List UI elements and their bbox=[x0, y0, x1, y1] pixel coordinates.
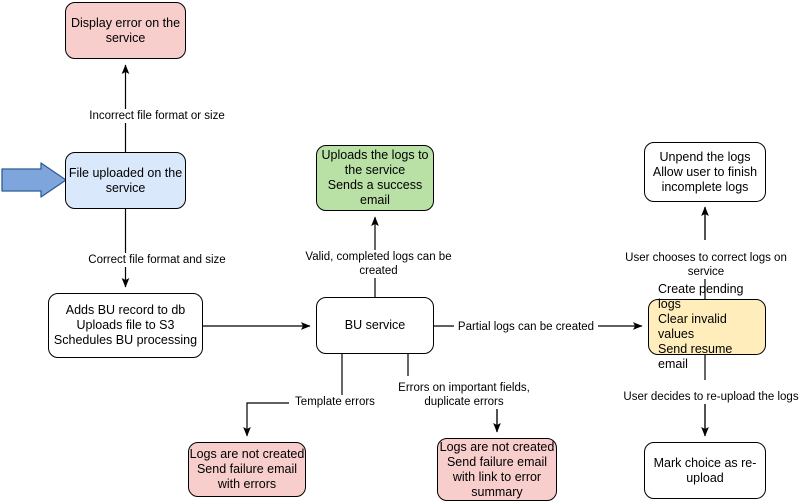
node-file-uploaded-on-service[interactable]: File uploaded on the service bbox=[65, 152, 186, 209]
node-logs-not-created-error-summary[interactable]: Logs are not created Send failure email … bbox=[437, 438, 557, 501]
node-create-pending-logs[interactable]: Create pending logs Clear invalid values… bbox=[648, 282, 766, 371]
edge-label-incorrect-file-format: Incorrect file format or size bbox=[57, 109, 257, 123]
node-adds-bu-record[interactable]: Adds BU record to db Uploads file to S3 … bbox=[48, 293, 203, 358]
edge-label-template-errors: Template errors bbox=[289, 395, 381, 409]
node-uploads-logs-success[interactable]: Uploads the logs to the service Sends a … bbox=[316, 145, 434, 211]
node-logs-not-created-with-errors[interactable]: Logs are not created Send failure email … bbox=[188, 442, 306, 497]
edge-label-valid-completed-logs: Valid, completed logs can be created bbox=[283, 250, 474, 278]
node-display-error[interactable]: Display error on the service bbox=[65, 2, 186, 59]
edge-label-partial-logs: Partial logs can be created bbox=[454, 320, 598, 334]
node-bu-service[interactable]: BU service bbox=[316, 297, 434, 354]
node-unpend-the-logs[interactable]: Unpend the logs Allow user to finish inc… bbox=[644, 142, 766, 202]
edge-label-user-chooses-correct-logs: User chooses to correct logs on service bbox=[605, 251, 801, 279]
edge-label-correct-file-format: Correct file format and size bbox=[57, 253, 257, 267]
edge-label-errors-on-important-fields: Errors on important fields, duplicate er… bbox=[392, 381, 536, 409]
edge-label-user-decides-reupload: User decides to re-upload the logs bbox=[619, 390, 801, 404]
node-mark-choice-as-reupload[interactable]: Mark choice as re- upload bbox=[644, 442, 766, 499]
start-arrow-icon bbox=[1, 162, 67, 198]
